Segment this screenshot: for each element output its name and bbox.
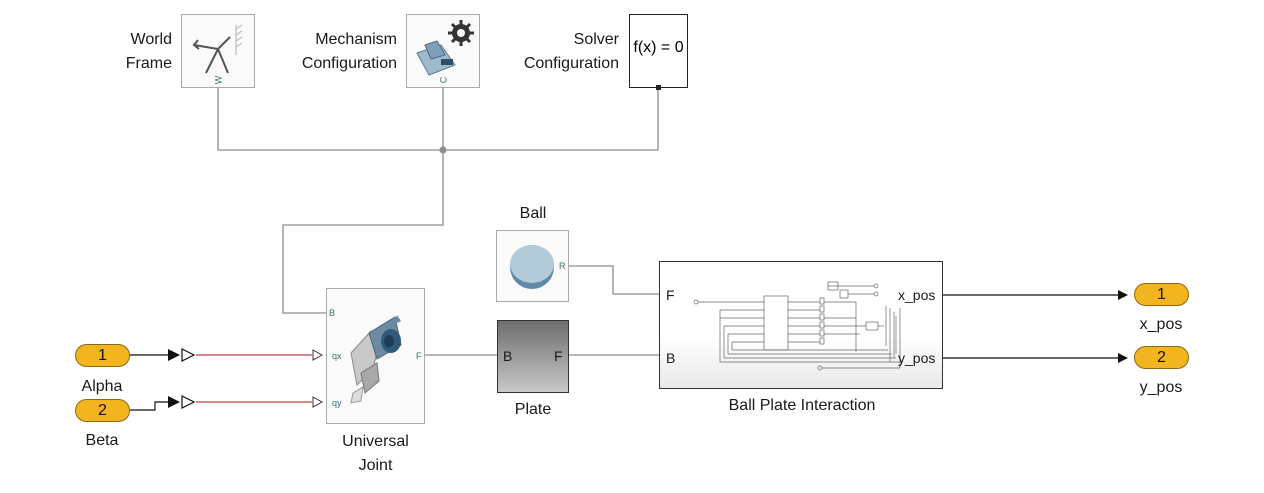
- interaction-port-x-pos: x_pos: [898, 287, 936, 303]
- joint-port-qx: qx: [332, 351, 342, 361]
- joint-port-qy: qy: [332, 398, 342, 408]
- ball-label: Ball: [519, 205, 547, 222]
- joint-port-f: F: [416, 351, 422, 361]
- interaction-port-y-pos: y_pos: [898, 350, 936, 366]
- world-frame-icon: [192, 24, 243, 74]
- mechanism-config-block[interactable]: C: [406, 14, 480, 88]
- plate-block[interactable]: B F: [497, 320, 569, 393]
- ps-converter-alpha: [168, 348, 196, 362]
- ball-plate-interaction-block[interactable]: F B x_pos y_pos: [659, 261, 943, 389]
- outport-x-pos[interactable]: 1: [1134, 283, 1189, 306]
- outport-y-pos-label: y_pos: [1139, 379, 1183, 396]
- world-frame-port-w: W: [213, 75, 224, 85]
- world-to-solver-line: [217, 88, 659, 151]
- ball-block[interactable]: R: [496, 230, 569, 302]
- ps-converter-beta: [168, 395, 196, 409]
- subsystem-preview: [693, 281, 901, 371]
- world-frame-block[interactable]: W: [181, 14, 255, 88]
- inport-beta[interactable]: 2: [75, 399, 130, 422]
- outport-y-pos[interactable]: 2: [1134, 346, 1189, 369]
- ball-plate-interaction-label: Ball Plate Interaction: [728, 397, 876, 414]
- inport-beta-label: Beta: [85, 432, 119, 449]
- sphere-icon: [510, 245, 554, 289]
- outport-x-pos-label: x_pos: [1139, 316, 1183, 333]
- solver-expression: f(x) = 0: [633, 39, 684, 56]
- mechanism-gear-icon: [416, 20, 474, 76]
- config-to-joint-b-line: [282, 150, 444, 314]
- interaction-port-b: B: [666, 350, 676, 366]
- junction-dot: [439, 146, 447, 154]
- inport-alpha[interactable]: 1: [75, 344, 130, 367]
- plate-port-b: B: [503, 348, 513, 364]
- universal-joint-block[interactable]: B qx qy F: [326, 288, 425, 424]
- ball-port-r: R: [559, 261, 566, 271]
- plate-port-f: F: [554, 348, 563, 364]
- solver-port[interactable]: [656, 85, 661, 90]
- joint-port-b: B: [329, 308, 336, 318]
- plate-label: Plate: [514, 401, 552, 418]
- interaction-port-f: F: [666, 287, 675, 303]
- universal-joint-icon: [350, 315, 402, 404]
- inport-alpha-label: Alpha: [81, 378, 123, 395]
- solver-config-block[interactable]: f(x) = 0: [629, 14, 688, 90]
- mechanism-config-port-c: C: [438, 76, 449, 84]
- ball-to-interaction-line: [569, 265, 660, 295]
